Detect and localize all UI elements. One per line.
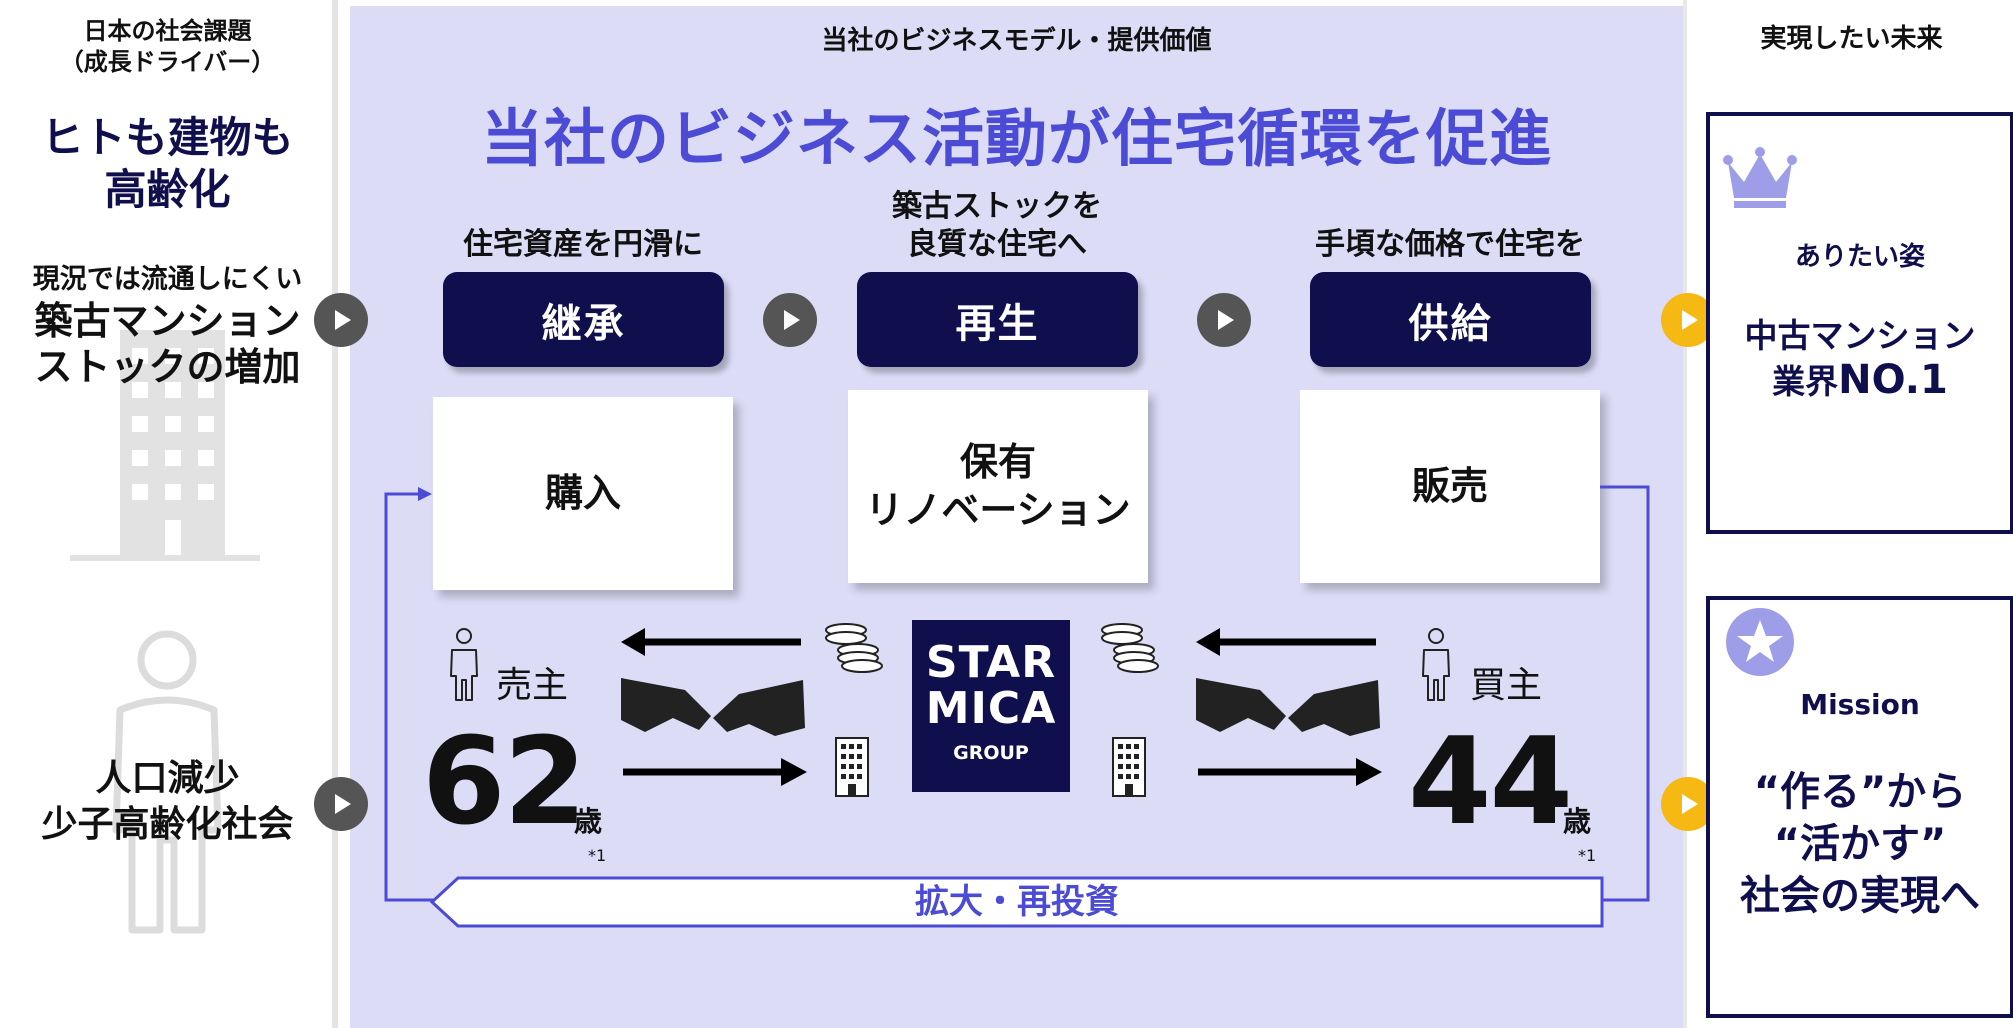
stock-issue: 現況では流通しにくい 築古マンション ストックの増加: [0, 262, 335, 390]
vision-line1: 中古マンション: [1744, 316, 1976, 355]
aging-headline: ヒトも建物も 高齢化: [0, 112, 335, 216]
aging-line2: 高齢化: [104, 165, 231, 214]
step-caption-inherit-line1: 住宅資産を円滑に: [463, 227, 703, 262]
vision-statement: 中古マンション 業界NO.1: [1710, 314, 2010, 404]
building-small-icon: [1112, 737, 1146, 797]
buyer-footnote: *1: [1578, 846, 1597, 865]
population-issue-line2: 少子高齢化社会: [41, 804, 294, 845]
mission-line2: “活かす”: [1773, 821, 1947, 867]
step-button-regenerate: 再生: [857, 272, 1138, 367]
buyer-label: 買主: [1470, 665, 1543, 706]
seller-age-unit: 歳: [574, 805, 603, 838]
population-issue: 人口減少 少子高齢化社会: [0, 756, 335, 848]
reinvestment-loop-lines: [384, 485, 1650, 902]
star-badge-icon: [1726, 608, 1794, 676]
center-right-divider: [1683, 0, 1687, 1028]
left-header-line2: （成長ドライバー）: [59, 48, 276, 76]
reinvestment-label: 拡大・再投資: [915, 882, 1119, 922]
logo-line2: MICA: [925, 683, 1057, 734]
play-arrow-icon: [314, 777, 368, 831]
seller-label: 売主: [496, 665, 569, 706]
step-caption-regenerate: 築古ストックを 良質な住宅へ: [832, 188, 1162, 264]
card-purchase: 購入: [433, 397, 733, 590]
step-caption-regenerate-line1: 築古ストックを: [892, 189, 1102, 224]
buyer-age-unit: 歳: [1563, 805, 1592, 838]
step-caption-supply-line1: 手頃な価格で住宅を: [1315, 227, 1585, 262]
building-small-icon: [835, 737, 869, 797]
building-icon: [70, 330, 260, 561]
mission-line1: “作る”から: [1753, 769, 1967, 815]
step-button-supply: 供給: [1310, 272, 1591, 367]
seller-person-icon: [450, 628, 478, 701]
step-button-inherit: 継承: [443, 272, 724, 367]
mission-title: Mission: [1800, 688, 1920, 721]
buyer-person-icon: [1422, 628, 1450, 701]
vision-line2-rank: NO.1: [1838, 357, 1948, 403]
play-arrow-icon: [763, 293, 817, 347]
card-sale-text: 販売: [1411, 463, 1488, 508]
crown-icon: [1723, 147, 1797, 208]
buyer-average-age: 44: [1408, 713, 1573, 852]
buyer-transaction-flow: [1196, 628, 1382, 786]
vision-title: ありたい姿: [1794, 242, 1925, 272]
card-renovation-text: リノベーション: [865, 487, 1131, 532]
person-icon: [112, 630, 222, 934]
step-caption-supply: 手頃な価格で住宅を: [1285, 226, 1615, 264]
card-hold-text: 保有: [959, 440, 1036, 484]
mission-statement: “作る”から “活かす” 社会の実現へ: [1710, 766, 2010, 922]
step-caption-inherit: 住宅資産を円滑に: [418, 226, 748, 264]
right-header: 実現したい未来: [1760, 24, 1943, 54]
card-purchase-text: 購入: [544, 470, 621, 515]
left-header-line1: 日本の社会課題: [83, 17, 252, 45]
card-sale: 販売: [1300, 390, 1600, 583]
starmica-logo: STAR MICA GROUP: [912, 620, 1070, 792]
aging-line1: ヒトも建物も: [41, 113, 294, 162]
card-hold-renovation: 保有 リノベーション: [848, 390, 1148, 583]
population-issue-line1: 人口減少: [95, 758, 240, 799]
stock-issue-line2: ストックの増加: [34, 345, 301, 389]
reinvestment-banner: [430, 876, 1604, 928]
stock-issue-note: 現況では流通しにくい: [32, 264, 303, 295]
step-caption-regenerate-line2: 良質な住宅へ: [907, 227, 1087, 262]
stock-issue-line1: 築古マンション: [34, 299, 301, 343]
coins-icon: [825, 623, 883, 673]
center-header: 当社のビジネスモデル・提供価値: [821, 26, 1212, 56]
vision-line2-prefix: 業界: [1772, 362, 1839, 401]
logo-line1: STAR: [925, 637, 1057, 688]
logo-line3: GROUP: [953, 742, 1029, 764]
seller-footnote: *1: [588, 846, 607, 865]
play-arrow-icon: [1197, 293, 1251, 347]
seller-transaction-flow: [621, 628, 807, 786]
mission-line3: 社会の実現へ: [1740, 873, 1980, 919]
center-title: 当社のビジネス活動が住宅循環を促進: [480, 102, 1552, 175]
play-arrow-icon: [314, 293, 368, 347]
seller-average-age: 62: [422, 713, 587, 852]
left-divider: [332, 0, 338, 1028]
left-header: 日本の社会課題 （成長ドライバー）: [0, 16, 335, 78]
arrowhead-icon: [418, 487, 432, 501]
coins-icon: [1101, 623, 1159, 673]
